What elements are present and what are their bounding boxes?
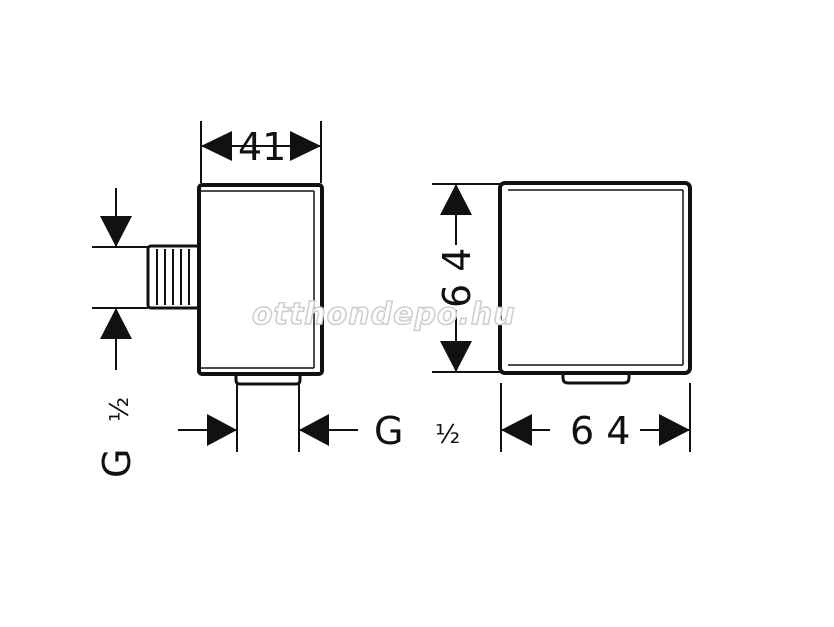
arrow-64h-left xyxy=(501,414,532,446)
arrow-64h-right xyxy=(659,414,690,446)
front-view-body xyxy=(498,181,692,375)
arrow-64v-up xyxy=(440,184,472,215)
side-outlet-nipple xyxy=(234,374,302,386)
arrow-64v-down xyxy=(440,341,472,372)
arrow-inlet-down xyxy=(100,216,132,247)
watermark: otthondepo.hu xyxy=(252,297,516,332)
side-view-body xyxy=(197,183,324,376)
inlet-label-fraction: ½ xyxy=(105,397,135,422)
front-height-label: 6 4 xyxy=(435,248,479,308)
inlet-label-main: G xyxy=(95,449,139,478)
side-width-label: 41 xyxy=(238,125,286,169)
arrow-41-right xyxy=(290,131,321,161)
outlet-label-fraction: ½ xyxy=(435,420,460,450)
inlet-dimension xyxy=(92,188,148,370)
front-outlet-nipple xyxy=(561,373,631,385)
outlet-dimension-side xyxy=(178,384,358,452)
arrow-inlet-up xyxy=(100,308,132,339)
outlet-label-main: G xyxy=(374,409,403,453)
arrow-outlet-left xyxy=(299,414,329,446)
arrow-outlet-right xyxy=(207,414,237,446)
arrow-41-left xyxy=(201,131,232,161)
threaded-inlet xyxy=(146,244,201,310)
front-width-label: 6 4 xyxy=(570,409,630,453)
